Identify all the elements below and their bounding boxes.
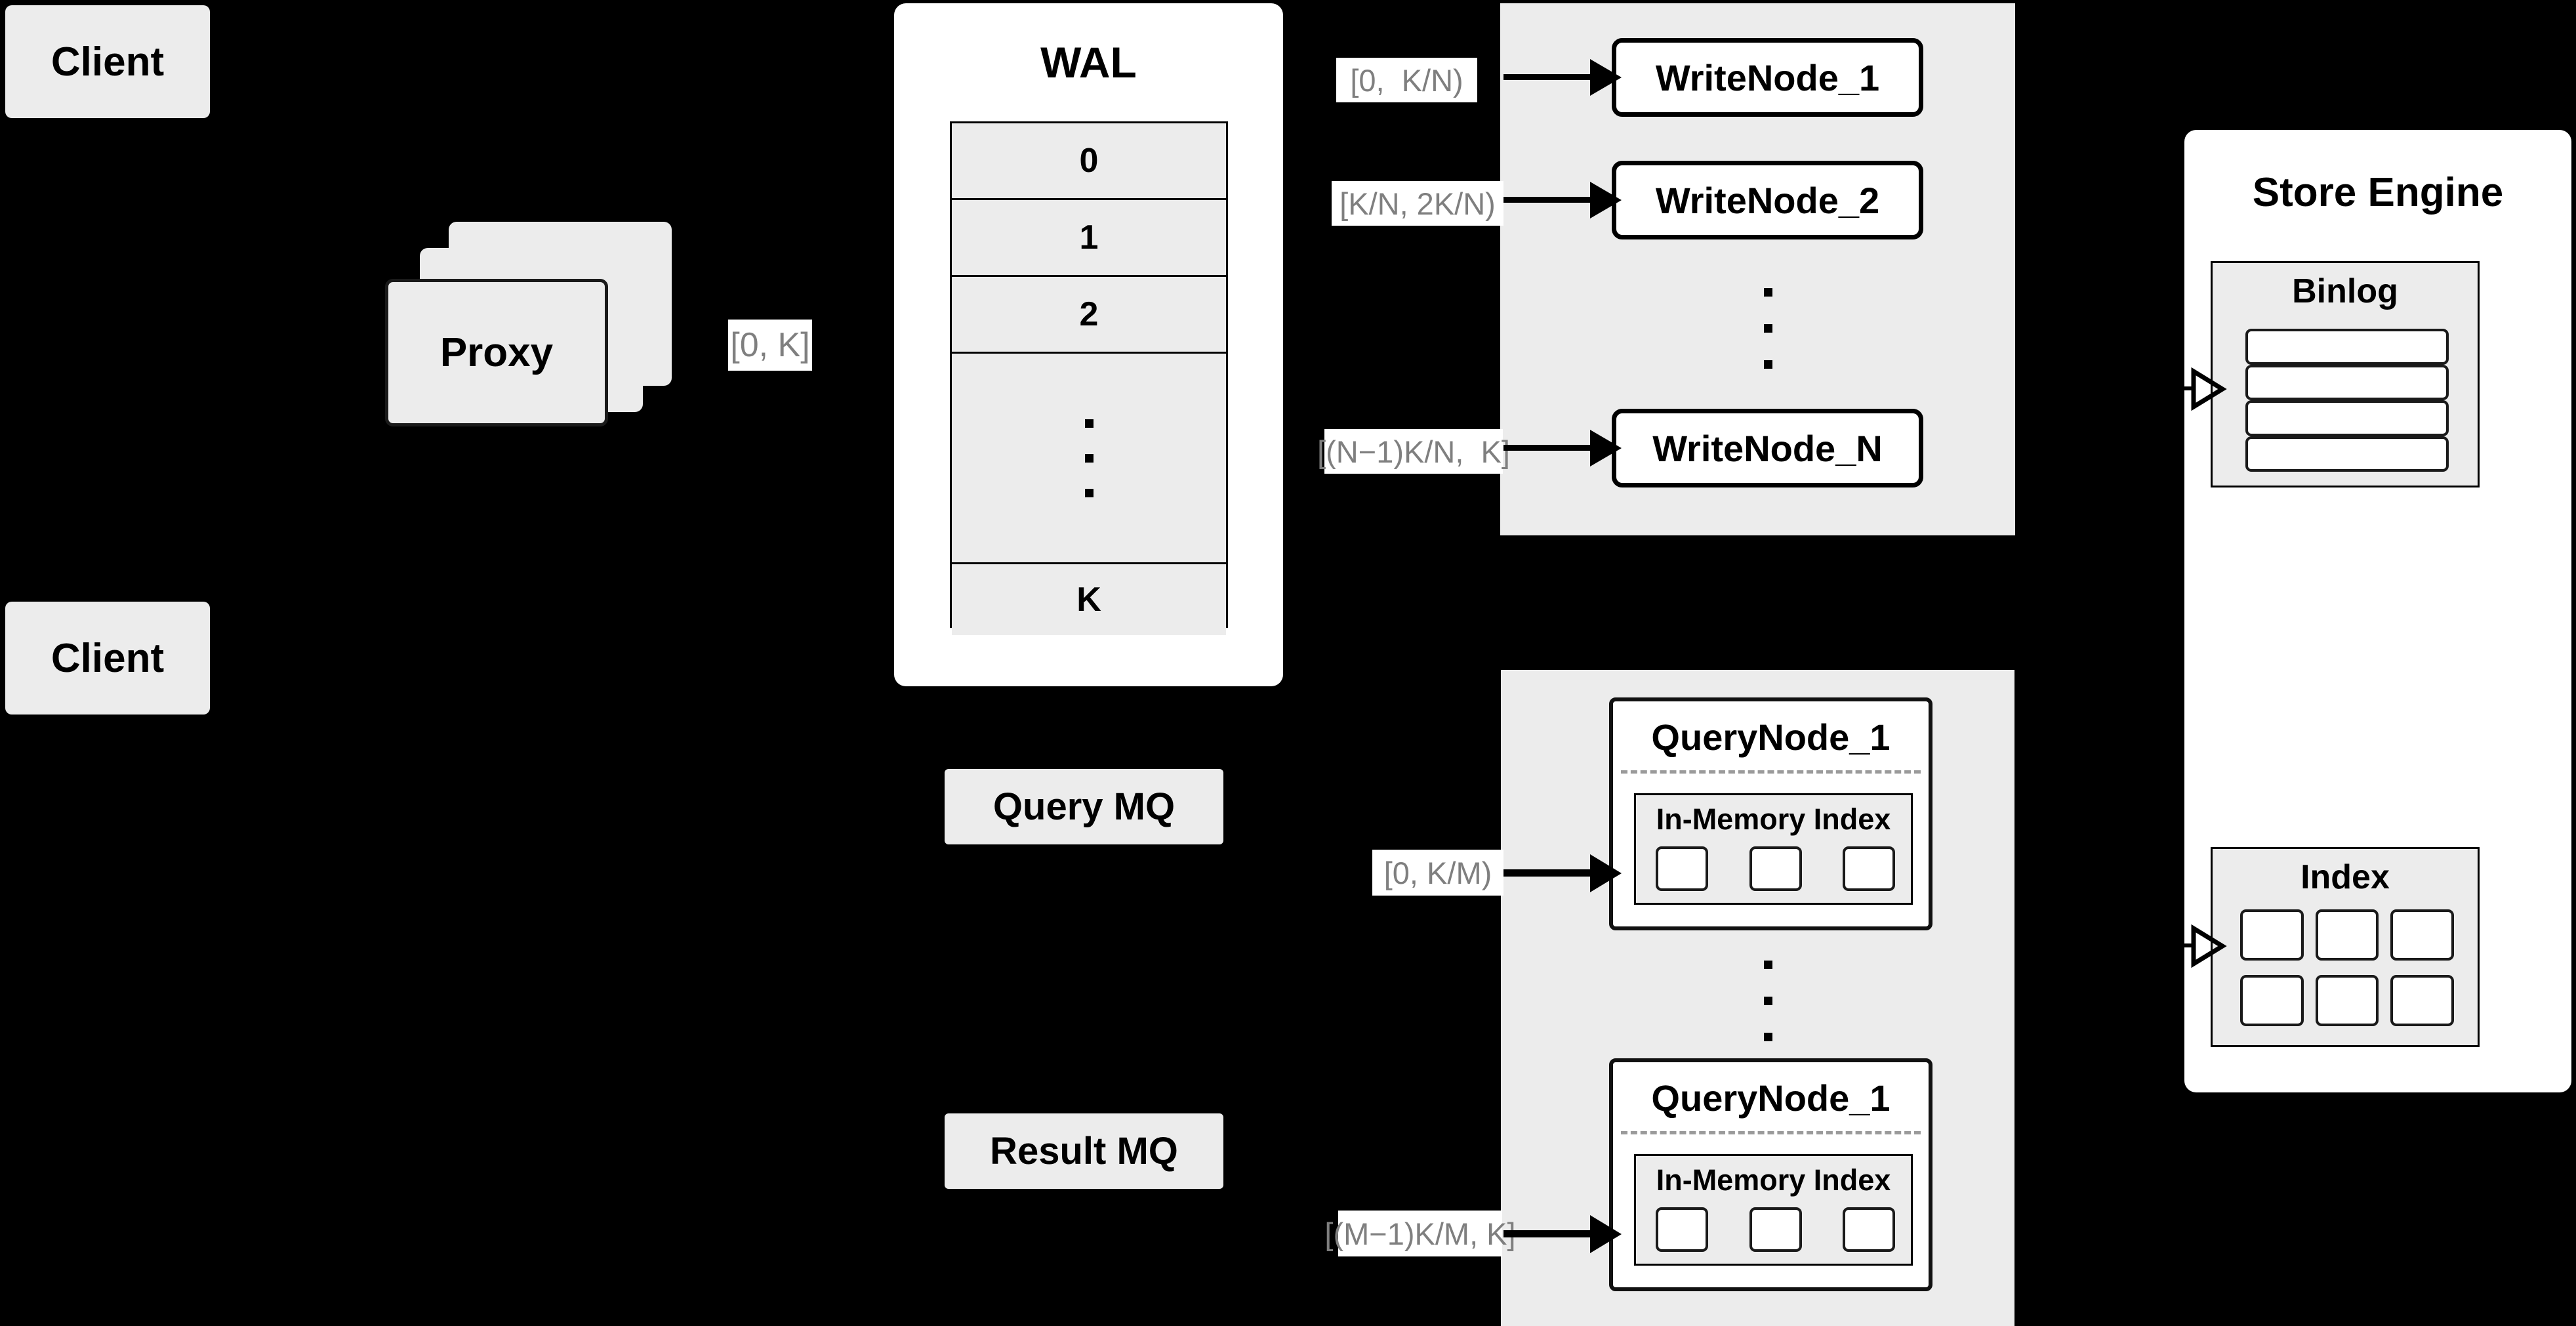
- write-node-1[interactable]: WriteNode_1: [1612, 38, 1923, 117]
- range-label-proxy-to-wal: [0, K]: [728, 320, 812, 371]
- ellipsis-dot: [1763, 323, 1772, 333]
- binlog-rows: [2245, 329, 2449, 472]
- arrowhead-write-node-2: [1590, 182, 1622, 218]
- binlog-panel: Binlog: [2211, 261, 2480, 487]
- range-label-write-node-1: [0, K/N): [1336, 58, 1477, 102]
- wal-title: WAL: [1040, 38, 1137, 87]
- wal-row-2: 2: [952, 277, 1226, 354]
- index-grid: [2240, 909, 2454, 1026]
- arrowhead-write-node-1: [1590, 59, 1622, 96]
- query-mq-label: Query MQ: [992, 785, 1176, 828]
- write-node-1-label: WriteNode_1: [1655, 56, 1880, 98]
- binlog-row: [2245, 436, 2449, 472]
- query-node-1-divider: [1621, 770, 1921, 774]
- client-box-1[interactable]: Client: [5, 5, 210, 118]
- query-node-last-divider: [1621, 1131, 1921, 1134]
- store-engine-title: Store Engine: [2252, 169, 2504, 215]
- write-node-2[interactable]: WriteNode_2: [1612, 161, 1923, 239]
- ellipsis-dot: [1763, 287, 1772, 297]
- index-slot: [1749, 846, 1802, 891]
- range-label-write-node-2: [K/N, 2K/N): [1332, 181, 1503, 226]
- arrow-to-query-node-first: [1503, 869, 1595, 877]
- binlog-title: Binlog: [2292, 272, 2398, 310]
- store-engine-panel: Store Engine Binlog Index: [2184, 130, 2571, 1092]
- ellipsis-dot: [1084, 419, 1094, 428]
- index-cell: [2240, 909, 2304, 961]
- index-cell: [2315, 975, 2379, 1026]
- arrow-to-write-node-n: [1503, 445, 1595, 451]
- arrow-to-write-node-1: [1503, 74, 1595, 80]
- index-cell: [2390, 975, 2454, 1026]
- wal-row-ellipsis: [952, 354, 1226, 564]
- client-label-1: Client: [51, 39, 165, 85]
- index-title: Index: [2300, 858, 2390, 896]
- arrow-to-index: [2157, 943, 2195, 947]
- in-memory-index-label-1: In-Memory Index: [1656, 802, 1891, 836]
- wal-row-1: 1: [952, 200, 1226, 277]
- query-node-last[interactable]: QueryNode_1 In-Memory Index: [1609, 1058, 1932, 1291]
- arrow-to-query-node-last: [1503, 1230, 1595, 1237]
- arrowhead-index-open: [2191, 924, 2227, 968]
- arrow-to-write-node-2: [1503, 197, 1595, 203]
- proxy-box[interactable]: Proxy: [385, 279, 608, 426]
- query-node-group-ellipsis: [1745, 942, 1791, 1060]
- range-label-write-node-n: [(N−1)K/N, K]: [1317, 429, 1510, 474]
- index-cell: [2315, 909, 2379, 961]
- query-node-1-in-memory-index: In-Memory Index: [1634, 793, 1913, 905]
- query-node-last-in-memory-index: In-Memory Index: [1634, 1154, 1913, 1266]
- arrowhead-query-node-last: [1590, 1215, 1622, 1253]
- ellipsis-dot: [1763, 960, 1772, 969]
- arrowhead-write-node-n: [1590, 430, 1622, 466]
- binlog-row: [2245, 400, 2449, 436]
- ellipsis-dot: [1763, 996, 1772, 1005]
- write-node-n-label: WriteNode_N: [1652, 427, 1883, 469]
- wal-row-0: 0: [952, 123, 1226, 200]
- index-panel: Index: [2211, 847, 2480, 1047]
- result-mq-box[interactable]: Result MQ: [945, 1113, 1223, 1189]
- in-memory-index-label-2: In-Memory Index: [1656, 1163, 1891, 1197]
- binlog-row: [2245, 364, 2449, 400]
- arrow-to-binlog: [2157, 386, 2195, 390]
- index-slot: [1843, 1207, 1895, 1252]
- query-node-last-title: QueryNode_1: [1651, 1077, 1891, 1119]
- arrowhead-binlog-open: [2191, 367, 2227, 411]
- range-label-query-node-last: [(M−1)K/M, K]: [1324, 1211, 1516, 1256]
- ellipsis-dot: [1763, 1032, 1772, 1041]
- write-node-2-label: WriteNode_2: [1655, 179, 1880, 221]
- ellipsis-dot: [1763, 360, 1772, 369]
- index-slot: [1656, 846, 1708, 891]
- ellipsis-dot: [1084, 453, 1094, 463]
- index-slot: [1843, 846, 1895, 891]
- binlog-row: [2245, 329, 2449, 365]
- write-node-group-ellipsis: [1745, 269, 1791, 387]
- proxy-label: Proxy: [440, 330, 554, 375]
- index-cell: [2240, 975, 2304, 1026]
- wal-panel: WAL 0 1 2 K: [894, 3, 1283, 686]
- query-node-1-title: QueryNode_1: [1651, 716, 1891, 758]
- result-mq-label: Result MQ: [990, 1130, 1178, 1172]
- index-slot: [1749, 1207, 1802, 1252]
- ellipsis-dot: [1084, 488, 1094, 497]
- client-box-2[interactable]: Client: [5, 602, 210, 715]
- query-node-1[interactable]: QueryNode_1 In-Memory Index: [1609, 697, 1932, 930]
- wal-entry-table: 0 1 2 K: [950, 121, 1228, 635]
- index-cell: [2390, 909, 2454, 961]
- arrowhead-query-node-first: [1590, 854, 1622, 892]
- in-memory-index-slots-1: [1656, 846, 1895, 891]
- write-node-n[interactable]: WriteNode_N: [1612, 409, 1923, 487]
- client-label-2: Client: [51, 635, 165, 681]
- range-label-text: [0, K]: [730, 326, 810, 364]
- wal-row-k: K: [952, 564, 1226, 635]
- in-memory-index-slots-2: [1656, 1207, 1895, 1252]
- index-slot: [1656, 1207, 1708, 1252]
- range-label-query-node-first: [0, K/M): [1372, 850, 1503, 896]
- query-mq-box[interactable]: Query MQ: [945, 769, 1223, 844]
